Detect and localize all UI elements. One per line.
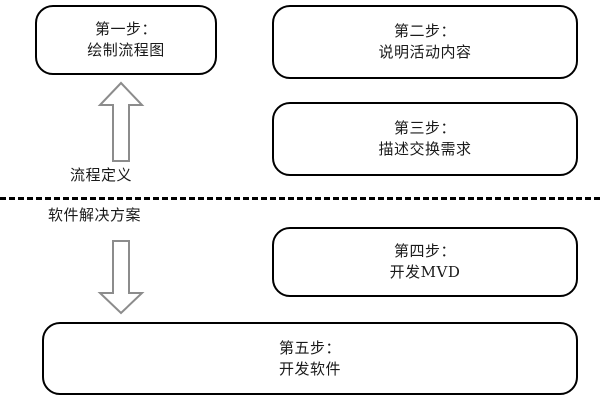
step-5-heading: 第五步： <box>278 338 341 357</box>
step-3-body: 描述交换需求 <box>378 140 472 158</box>
section-divider <box>0 197 600 200</box>
label-process-definition: 流程定义 <box>70 166 133 184</box>
step-3-heading: 第三步： <box>393 119 456 137</box>
step-box-5[interactable]: 第五步： 开发软件 <box>42 322 578 395</box>
step-4-body: 开发MVD <box>389 263 461 281</box>
step-box-3[interactable]: 第三步： 描述交换需求 <box>272 102 578 176</box>
step-box-2[interactable]: 第二步： 说明活动内容 <box>272 5 578 79</box>
label-software-solution: 软件解决方案 <box>48 206 142 224</box>
step-box-1[interactable]: 第一步： 绘制流程图 <box>35 5 217 75</box>
step-1-heading: 第一步： <box>94 20 157 38</box>
step-5-body: 开发软件 <box>278 359 341 378</box>
step-1-body: 绘制流程图 <box>87 41 165 59</box>
step-2-heading: 第二步： <box>393 22 456 40</box>
step-2-body: 说明活动内容 <box>378 43 472 61</box>
step-box-4[interactable]: 第四步： 开发MVD <box>272 227 578 297</box>
down-arrow-icon <box>96 238 146 316</box>
up-arrow-icon <box>96 80 146 164</box>
step-4-heading: 第四步： <box>393 242 456 260</box>
